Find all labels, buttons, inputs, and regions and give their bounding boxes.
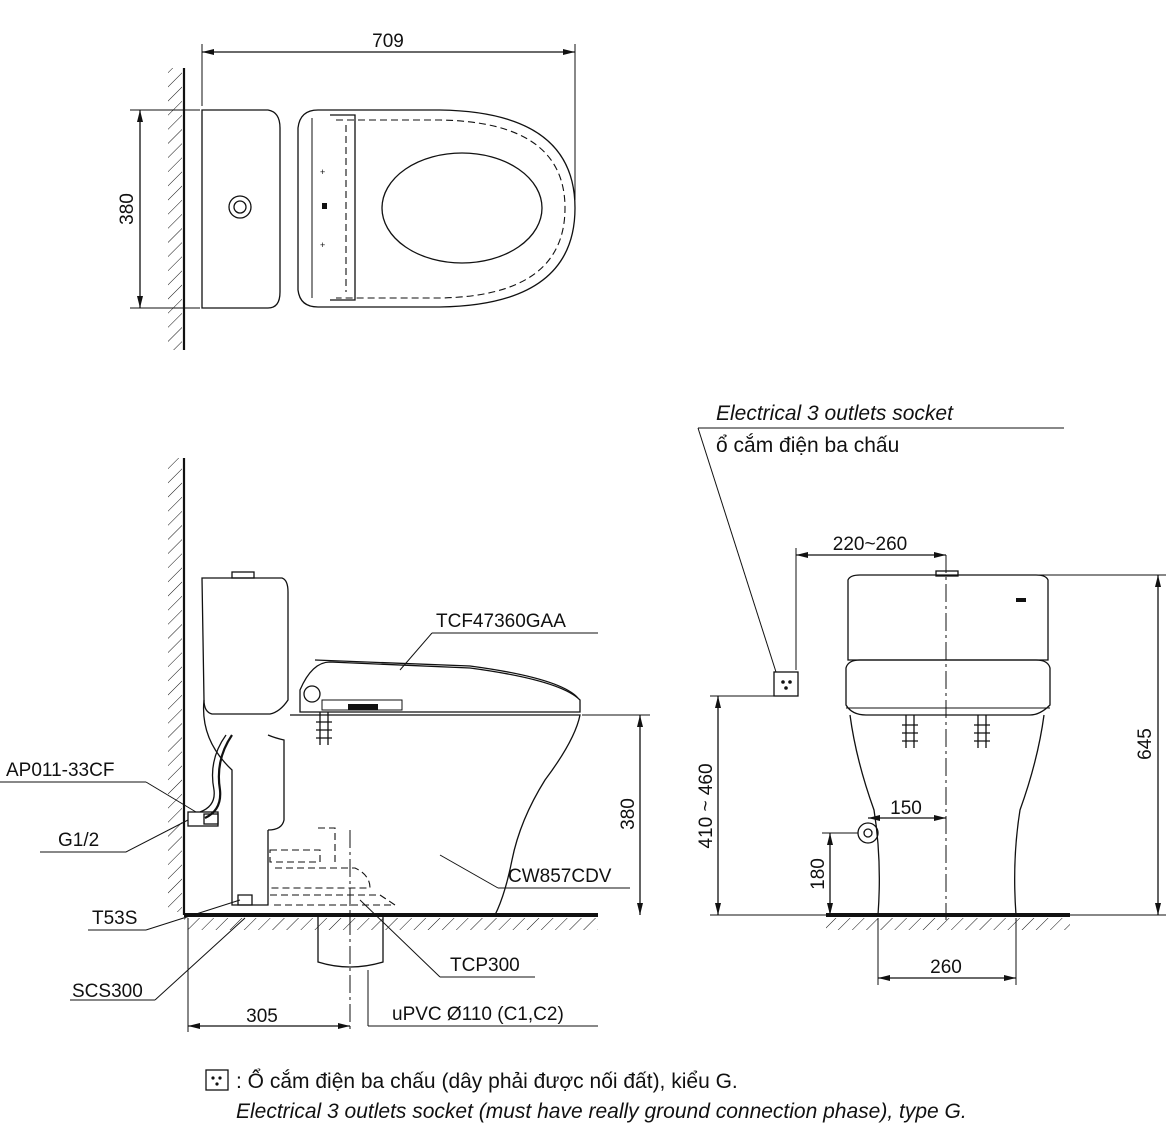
label-ap011-33cf: AP011-33CF <box>6 760 114 781</box>
inlet-offset-dim-label: 150 <box>890 798 922 819</box>
legend-line-vi: : Ổ cắm điện ba chấu (dây phải được nối … <box>236 1069 738 1093</box>
bowl-outline-side <box>290 714 581 916</box>
base-width-dim-label: 260 <box>930 957 962 978</box>
label-g1-2: G1/2 <box>58 830 99 851</box>
tank-outline-front <box>847 574 1049 661</box>
legend-line-en: Electrical 3 outlets socket (must have r… <box>236 1100 967 1123</box>
rough-in-dim-label: 305 <box>246 1006 278 1027</box>
tank-outline-top <box>201 109 281 309</box>
bowl-left-front <box>849 714 880 916</box>
wall-hatch-top <box>168 68 182 350</box>
svg-text:+: + <box>320 240 325 250</box>
three-pin-socket-icon <box>773 671 799 697</box>
front-view: Electrical 3 outlets socket ổ cắm điện b… <box>696 402 1166 985</box>
t53s-seal <box>237 894 253 906</box>
drain-pipe <box>317 915 384 968</box>
socket-label-vi: ổ cắm điện ba chấu <box>716 434 899 457</box>
three-pin-socket-icon <box>205 1069 229 1091</box>
seat-control-panel <box>330 114 356 301</box>
flush-button <box>228 195 252 219</box>
socket-offset-dim-label: 220~260 <box>833 534 908 555</box>
seat-height-dim-label: 380 <box>618 798 639 830</box>
top-view: + + 709 380 <box>117 31 576 350</box>
width-dim-label: 709 <box>372 31 404 52</box>
legend: : Ổ cắm điện ba chấu (dây phải được nối … <box>205 1069 967 1123</box>
overall-height-dim-label: 645 <box>1135 728 1156 760</box>
label-tcp300: TCP300 <box>450 955 520 976</box>
seat-outline-side <box>299 661 581 713</box>
side-view: TCF47360GAA AP011-33CF G1/2 CW857CDV T53… <box>0 458 650 1032</box>
inlet-height-dim-label: 180 <box>808 858 829 890</box>
label-tcf47360gaa: TCF47360GAA <box>436 611 566 632</box>
label-t53s: T53S <box>92 908 137 929</box>
seat-outline-front <box>845 659 1051 716</box>
label-cw857cdv: CW857CDV <box>508 866 612 887</box>
socket-height-dim-label: 410 ~ 460 <box>696 763 717 848</box>
svg-text:+: + <box>320 167 325 177</box>
wall-hatch-side <box>168 458 182 912</box>
bowl-opening-top <box>381 152 543 264</box>
depth-dim-label: 380 <box>117 193 138 225</box>
label-scs300: SCS300 <box>72 981 143 1002</box>
socket-label-en: Electrical 3 outlets socket <box>716 402 954 425</box>
label-upvc-pipe: uPVC Ø110 (C1,C2) <box>392 1004 564 1025</box>
tank-outline-side <box>201 577 289 715</box>
bowl-right-front <box>1014 714 1045 916</box>
bowl-outline-top <box>297 109 576 308</box>
water-inlet-front <box>857 822 879 844</box>
